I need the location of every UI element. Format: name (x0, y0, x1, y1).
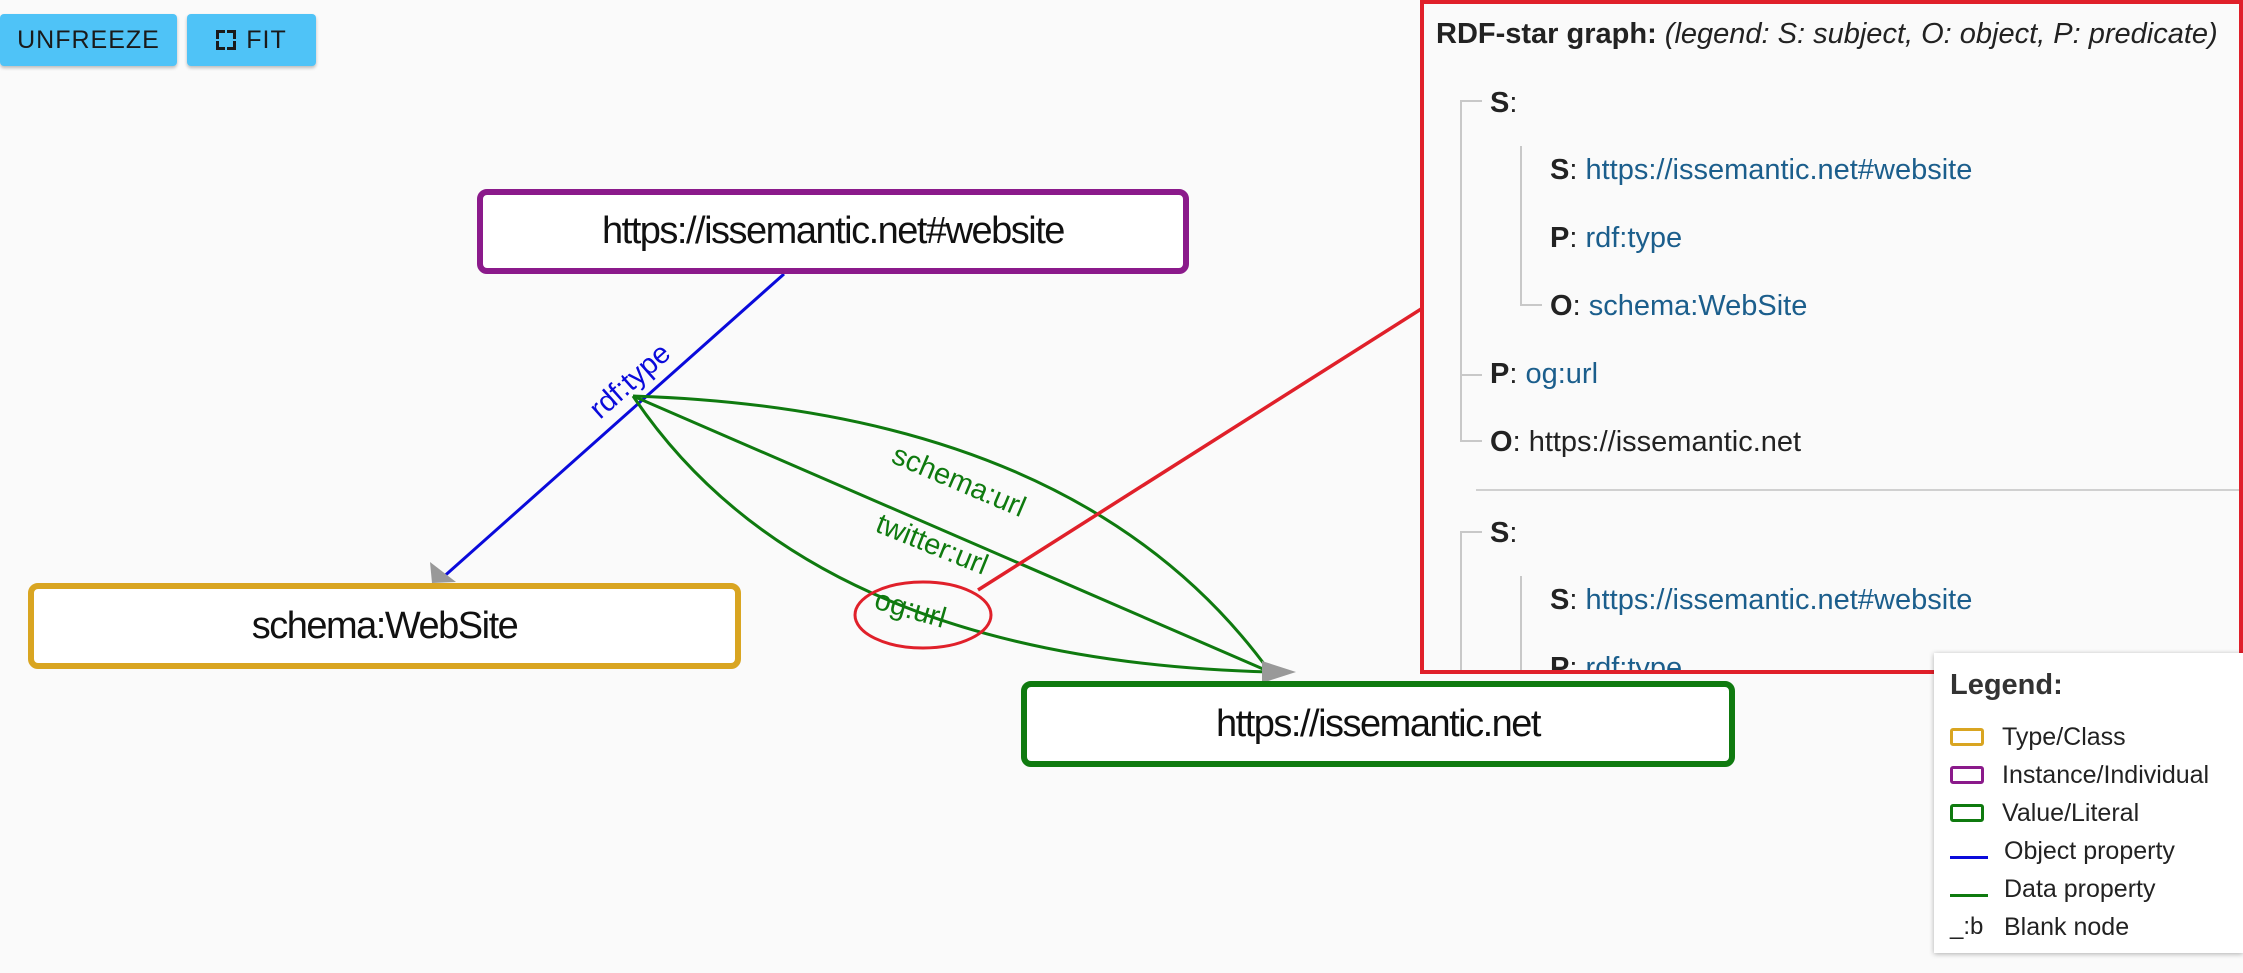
fit-button-label: FIT (246, 25, 287, 54)
edge-twitter-url[interactable] (632, 394, 1271, 674)
instance-swatch-icon (1950, 766, 1984, 784)
triple-1-object-value: https://issemantic.net (1528, 426, 1802, 458)
triple-2-subject: S: (1490, 517, 1518, 549)
triple-1-inner-predicate: P: rdf:type (1550, 222, 1683, 254)
legend-item-value-literal: Value/Literal (1950, 796, 2139, 830)
edge-label-og-url[interactable]: og:url (871, 584, 950, 635)
tree-guide (1460, 531, 1482, 533)
graph-node-instance[interactable]: https://issemantic.net#website (477, 189, 1189, 274)
panel-title: RDF-star graph: (1436, 18, 1657, 50)
legend-item-object-property: Object property (1950, 834, 2175, 868)
node-label-schema-website: schema:WebSite (251, 604, 519, 647)
edge-og-url[interactable] (631, 395, 1271, 674)
tree-guide (1520, 576, 1522, 670)
edge-label-twitter-url[interactable]: twitter:url (871, 508, 992, 582)
rdf-star-details-panel[interactable]: RDF-star graph: (legend: S: subject, O: … (1420, 0, 2243, 674)
triple-1-inner-object-link[interactable]: schema:WebSite (1588, 290, 1808, 322)
fit-button[interactable]: FIT (187, 14, 316, 66)
legend-item-type-class: Type/Class (1950, 720, 2126, 754)
node-label-issemantic: https://issemantic.net (1216, 702, 1541, 745)
blank-node-symbol: _:b (1950, 913, 1984, 940)
edge-arrowhead-rdf-type (430, 562, 456, 583)
tree-guide (1460, 100, 1482, 102)
annotation-arrow (977, 276, 1471, 592)
tree-guide (1460, 531, 1462, 670)
triple-1-predicate: P: og:url (1490, 358, 1599, 390)
triple-1-inner-predicate-link[interactable]: rdf:type (1585, 222, 1683, 254)
tree-guide (1520, 146, 1522, 304)
unfreeze-button[interactable]: UNFREEZE (0, 14, 177, 66)
literal-swatch-icon (1950, 804, 1984, 822)
triple-2-inner-predicate: P: rdf:type (1550, 652, 1683, 674)
graph-node-literal[interactable]: https://issemantic.net (1021, 681, 1735, 767)
fit-screen-icon (216, 30, 237, 50)
triple-2-inner-predicate-link[interactable]: rdf:type (1585, 652, 1683, 674)
annotation-highlight-ellipse (853, 580, 993, 650)
triple-2-inner-subject-link[interactable]: https://issemantic.net#website (1585, 584, 1973, 616)
legend-item-instance: Instance/Individual (1950, 758, 2209, 792)
triple-1-predicate-link[interactable]: og:url (1525, 358, 1599, 390)
edge-schema-url[interactable] (632, 394, 1272, 673)
tree-guide (1460, 374, 1482, 376)
triple-1-inner-subject-link[interactable]: https://issemantic.net#website (1585, 154, 1973, 186)
edge-label-schema-url[interactable]: schema:url (887, 439, 1030, 524)
legend-item-data-property: Data property (1950, 872, 2155, 906)
graph-node-class[interactable]: schema:WebSite (28, 583, 741, 669)
triple-1-object: O: https://issemantic.net (1490, 426, 1802, 458)
legend-item-blank-node: _:b Blank node (1950, 912, 2130, 941)
panel-legend-text: (legend: S: subject, O: object, P: predi… (1664, 18, 2218, 50)
tree-guide (1520, 304, 1542, 306)
edge-arrowhead-data (1262, 661, 1296, 683)
panel-header: RDF-star graph: (legend: S: subject, O: … (1436, 18, 2218, 51)
triple-1-inner-subject: S: https://issemantic.net#website (1550, 154, 1973, 186)
triple-1-inner-object: O: schema:WebSite (1550, 290, 1808, 322)
unfreeze-button-label: UNFREEZE (17, 25, 160, 54)
data-property-line-icon (1950, 893, 1988, 897)
legend-box: Legend: Type/Class Instance/Individual V… (1934, 653, 2243, 953)
triple-1-subject: S: (1490, 87, 1518, 119)
tree-guide (1460, 440, 1482, 442)
node-label-website: https://issemantic.net#website (602, 210, 1065, 252)
object-property-line-icon (1950, 855, 1988, 859)
legend-title: Legend: (1950, 669, 2063, 701)
type-class-swatch-icon (1950, 728, 1984, 746)
triple-2-inner-subject: S: https://issemantic.net#website (1550, 584, 1973, 616)
edge-rdf-type[interactable] (439, 272, 785, 582)
triple-divider (1476, 489, 2239, 491)
tree-guide (1460, 100, 1462, 442)
